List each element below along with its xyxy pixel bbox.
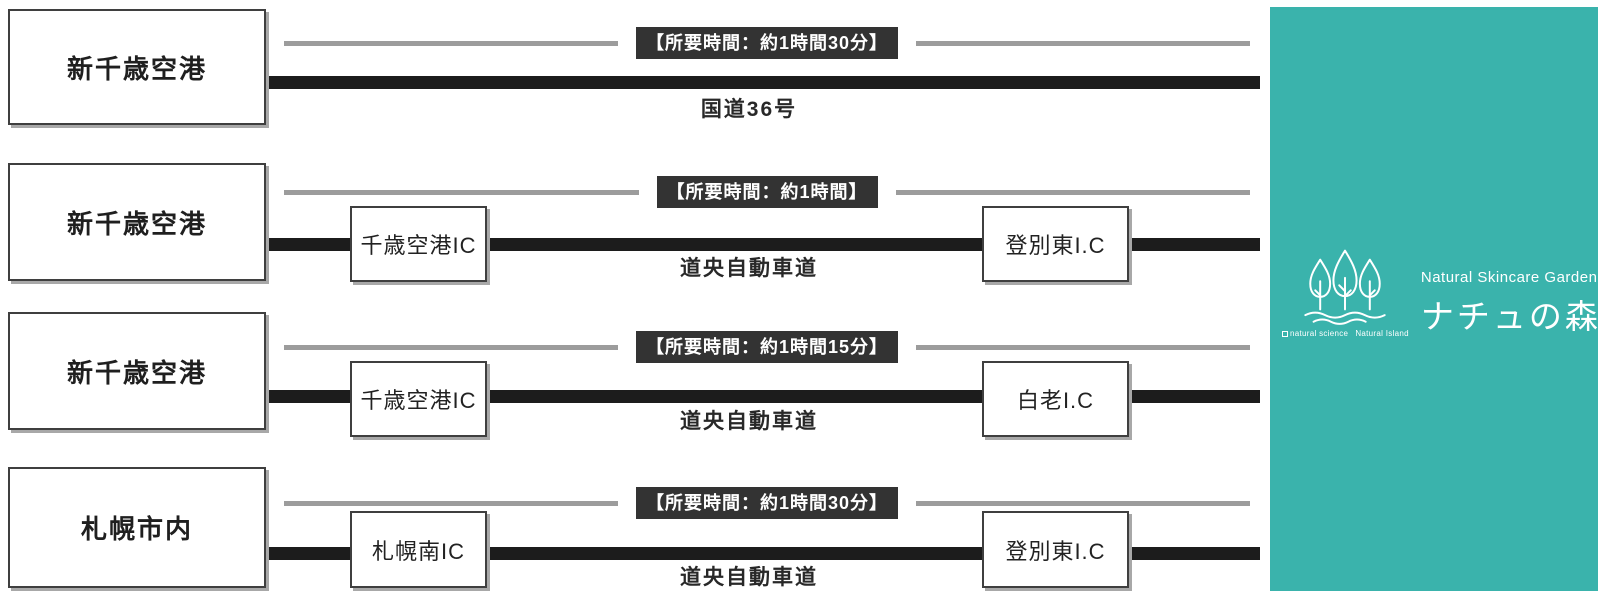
destination-panel: natural science Natural Island Natural S… [1270,7,1598,591]
logo-mark: natural science Natural Island [1282,247,1409,338]
gray-line-right [916,500,1250,506]
origin-box: 新千歳空港 [8,312,266,430]
interchange-box: 白老I.C [982,361,1129,437]
road-name-label: 道央自動車道 [680,566,818,589]
destination-name: ナチュの森 [1420,298,1600,335]
sub-brand-label: natural science [1290,329,1349,338]
duration-track: 【所要時間：約1時間30分】 [284,487,1250,519]
road-name-label: 国道36号 [700,98,798,121]
origin-label: 新千歳空港 [66,53,207,84]
origin-label: 札幌市内 [80,514,193,544]
logo-tagline: Natural Skincare Garden [1420,269,1598,286]
logo-text: Natural Skincare Garden ナチュの森 [1421,247,1600,338]
gray-line-left [284,344,618,350]
interchange-box: 千歳空港IC [350,206,487,282]
duration-track: 【所要時間：約1時間30分】 [284,27,1250,59]
gray-line-left [284,500,618,506]
origin-box: 札幌市内 [8,467,266,588]
gray-line-right [916,344,1250,350]
duration-track: 【所要時間：約1時間】 [284,176,1251,208]
origin-label: 新千歳空港 [66,208,207,239]
duration-label: 【所要時間：約1時間30分】 [635,27,899,59]
road-line [266,76,1260,89]
duration-label: 【所要時間：約1時間】 [656,176,878,208]
gray-line-left [284,40,618,46]
origin-box: 新千歳空港 [8,9,266,125]
gray-line-right [916,40,1250,46]
road-name-label: 道央自動車道 [680,257,818,280]
gray-line-left [284,189,639,195]
road-name-label: 道央自動車道 [680,410,818,433]
interchange-box: 登別東I.C [982,511,1129,588]
sub-brand-row: natural science Natural Island [1282,329,1409,338]
duration-track: 【所要時間：約1時間15分】 [284,331,1250,363]
natural-science-mark-icon [1282,330,1288,337]
interchange-box: 千歳空港IC [350,361,487,437]
interchange-box: 登別東I.C [982,206,1129,282]
duration-label: 【所要時間：約1時間15分】 [635,331,899,363]
trees-icon [1304,249,1387,325]
sub-brand-label: Natural Island [1355,329,1409,338]
nachu-no-mori-logo: natural science Natural Island Natural S… [1282,247,1598,338]
duration-label: 【所要時間：約1時間30分】 [635,487,899,519]
origin-box: 新千歳空港 [8,163,266,281]
gray-line-right [895,189,1251,195]
interchange-box: 札幌南IC [350,511,487,588]
origin-label: 新千歳空港 [66,357,207,388]
